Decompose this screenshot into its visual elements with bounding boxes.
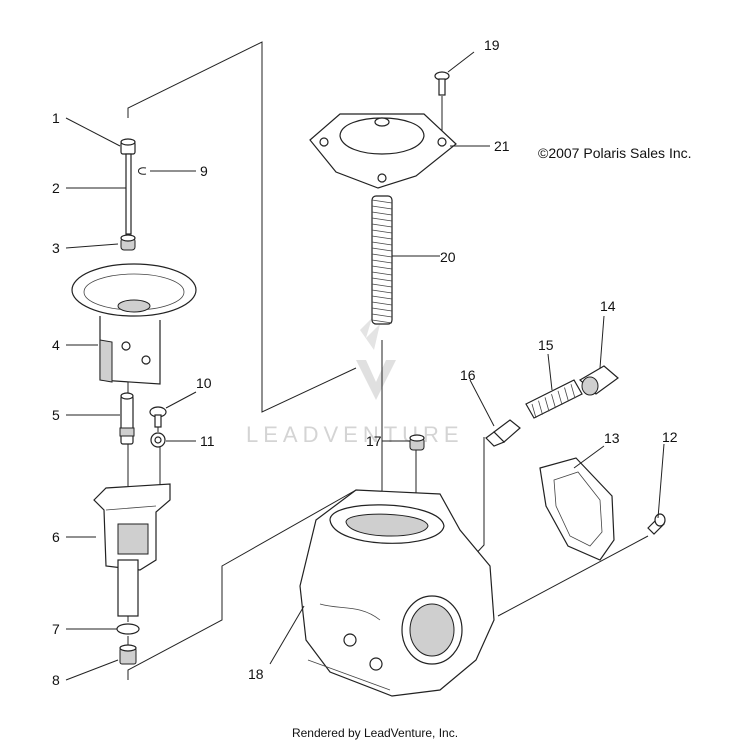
part-5-jet [119,392,135,445]
part-18-carburetor-body [299,489,495,697]
callout-labels: 1 2 3 4 5 6 7 8 9 10 11 12 13 14 15 16 1… [52,37,678,688]
part-1-nut [120,138,136,155]
part-10-screw [149,406,167,428]
callout-18: 18 [248,666,264,682]
part-15-spring [525,379,583,419]
part-12-screw [647,513,666,535]
part-2-needle [125,153,132,235]
part-3-spacer [120,234,136,251]
callout-10: 10 [196,375,212,391]
callout-17: 17 [366,433,382,449]
part-17-cap [409,434,425,451]
leadventure-watermark: LEADVENTURE [246,318,464,447]
callout-1: 1 [52,110,60,126]
part-7-o-ring [116,623,140,635]
callout-9: 9 [200,163,208,179]
spring-coil [538,400,543,415]
callout-14: 14 [600,298,616,314]
leader-lines [65,51,665,681]
watermark-text: LEADVENTURE [246,422,464,447]
part-6-holder [93,483,171,617]
callout-13: 13 [604,430,620,446]
callout-12: 12 [662,429,678,445]
callout-7: 7 [52,621,60,637]
part-20-spring [371,195,393,325]
part-11-lock-washer [150,432,166,448]
spring-coil [570,384,576,399]
callout-3: 3 [52,240,60,256]
footer-credit: Rendered by LeadVenture, Inc. [291,726,459,740]
callout-2: 2 [52,180,60,196]
part-21-top-cover [309,113,457,189]
callout-15: 15 [538,337,554,353]
callout-16: 16 [460,367,476,383]
spring-coil [544,397,550,412]
callout-20: 20 [440,249,456,265]
callout-4: 4 [52,337,60,353]
callout-6: 6 [52,529,60,545]
copyright-notice: ©2007 Polaris Sales Inc. [538,145,692,161]
callout-8: 8 [52,672,60,688]
part-8-fitting [119,644,137,665]
spring-coil [551,393,556,409]
callout-21: 21 [494,138,510,154]
part-13-gasket [539,457,615,561]
callout-11: 11 [200,433,215,449]
callout-5: 5 [52,407,60,423]
part-14-cap-nut [578,365,619,396]
part-4-diaphragm-piston [71,263,197,385]
part-9-clip [138,167,147,175]
spring-coil [531,403,537,419]
part-19-screw [434,71,450,96]
part-16-valve [485,419,521,447]
callout-19: 19 [484,37,500,53]
spring-coil [564,387,569,402]
spring-coil [557,390,563,405]
